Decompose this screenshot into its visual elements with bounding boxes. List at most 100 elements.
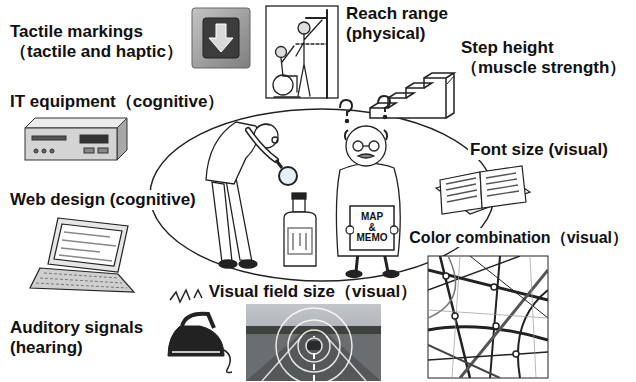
- old-man-with-sign: [363, 145, 369, 146]
- bottle: [284, 193, 316, 266]
- reach-range-figure: [326, 10, 328, 98]
- bottle: [288, 228, 312, 254]
- route-map: [470, 256, 548, 318]
- reach-range-figure: [273, 75, 293, 95]
- iron-signal-icon: [224, 350, 232, 373]
- old-man-with-sign: [358, 154, 374, 158]
- route-map: [513, 351, 519, 357]
- elevator-button-icon: [209, 24, 233, 52]
- reach-range-figure: [296, 43, 327, 44]
- book-icon: [436, 166, 530, 214]
- road-photo: [262, 336, 302, 381]
- old-man-with-sign: [346, 226, 354, 234]
- iron-signal-icon: [170, 290, 190, 302]
- road-photo: [306, 338, 322, 354]
- route-map: [428, 256, 548, 378]
- route-map: [428, 256, 456, 318]
- stairs-icon: [370, 78, 446, 118]
- route-map: [428, 327, 548, 340]
- route-map: [428, 345, 500, 378]
- iron-signal-icon: [194, 290, 202, 298]
- iron-signal-icon: [172, 351, 220, 353]
- bottle: [292, 193, 306, 199]
- old-man-with-sign: [353, 141, 363, 151]
- stairs-icon: [447, 76, 454, 84]
- elevator-button-icon: [203, 18, 239, 58]
- it-equipment-icon: [98, 148, 108, 153]
- road-photo: [246, 330, 381, 381]
- central-ellipse: [150, 109, 494, 281]
- old-man-with-sign: [345, 119, 348, 122]
- category-label: Web design (cognitive): [8, 190, 198, 210]
- reach-range-figure: [266, 6, 338, 98]
- route-map: [452, 313, 458, 319]
- it-equipment-icon: [84, 148, 94, 153]
- category-label: Step height （muscle strength）: [459, 38, 630, 79]
- old-man-with-sign: [346, 126, 386, 166]
- category-label: Font size (visual): [468, 140, 610, 160]
- laptop-icon: [54, 224, 122, 266]
- laptop-icon: [36, 273, 127, 288]
- it-equipment-icon: [42, 149, 46, 153]
- book-icon: [446, 173, 519, 202]
- man-with-magnifier: [239, 260, 257, 268]
- category-label: Tactile markings （tactile and haptic）: [8, 22, 186, 63]
- stairs-icon: [370, 73, 454, 118]
- old-man-with-sign: [340, 100, 352, 116]
- old-man-with-sign: [336, 96, 400, 278]
- old-man-with-sign: [383, 115, 386, 118]
- bottle: [293, 233, 306, 250]
- category-label: Visual field size（visual）: [207, 282, 420, 302]
- route-map: [490, 256, 500, 378]
- road-photo: [307, 341, 321, 350]
- elevator-button-icon: [192, 8, 250, 68]
- route-map: [493, 323, 499, 329]
- route-map: [428, 256, 548, 378]
- road-photo: [288, 320, 340, 372]
- laptop-icon: [30, 268, 134, 292]
- category-label: Color combination（visual）: [407, 228, 630, 247]
- road-photo: [276, 308, 352, 381]
- man-with-magnifier: [248, 130, 276, 160]
- reach-range-figure: [298, 22, 310, 34]
- category-label: IT equipment（cognitive）: [8, 92, 226, 112]
- route-map: [428, 256, 548, 378]
- reach-range-figure: [276, 47, 287, 58]
- elevator-button-icon: [192, 8, 250, 68]
- bottle: [293, 198, 305, 212]
- man-with-magnifier: [279, 167, 297, 185]
- man-with-magnifier: [257, 124, 270, 128]
- bottle: [284, 212, 316, 266]
- man-with-magnifier: [272, 137, 278, 143]
- road-photo: [246, 334, 381, 381]
- route-map: [460, 270, 548, 378]
- reach-range-figure: [281, 46, 297, 92]
- it-equipment-icon: [117, 118, 127, 160]
- sign-text: MAP & MEMO: [354, 212, 389, 244]
- reach-range-figure: [274, 96, 300, 97]
- stairs-icon: [370, 73, 454, 118]
- it-equipment-icon: [32, 136, 66, 140]
- laptop-icon: [59, 232, 116, 261]
- reach-range-figure: [306, 17, 327, 19]
- laptop-icon: [30, 218, 134, 292]
- category-label: Reach range (physical): [344, 4, 452, 45]
- it-equipment-icon: [34, 149, 38, 153]
- it-equipment-icon: [80, 135, 108, 143]
- road-photo: [246, 304, 381, 381]
- it-equipment-icon: [25, 128, 117, 160]
- route-map: [491, 284, 497, 290]
- reach-range-figure: [266, 6, 338, 98]
- laptop-icon: [48, 218, 128, 272]
- category-label: Auditory signals (hearing): [8, 318, 147, 359]
- old-man-with-sign: [378, 96, 390, 112]
- central-ellipse: [150, 109, 494, 281]
- old-man-with-sign: [336, 163, 400, 256]
- route-map: [518, 290, 548, 378]
- old-man-with-sign: [345, 130, 387, 140]
- man-with-magnifier: [226, 178, 252, 262]
- it-equipment-icon: [25, 118, 127, 128]
- man-with-magnifier: [276, 160, 282, 168]
- man-with-magnifier: [248, 130, 276, 160]
